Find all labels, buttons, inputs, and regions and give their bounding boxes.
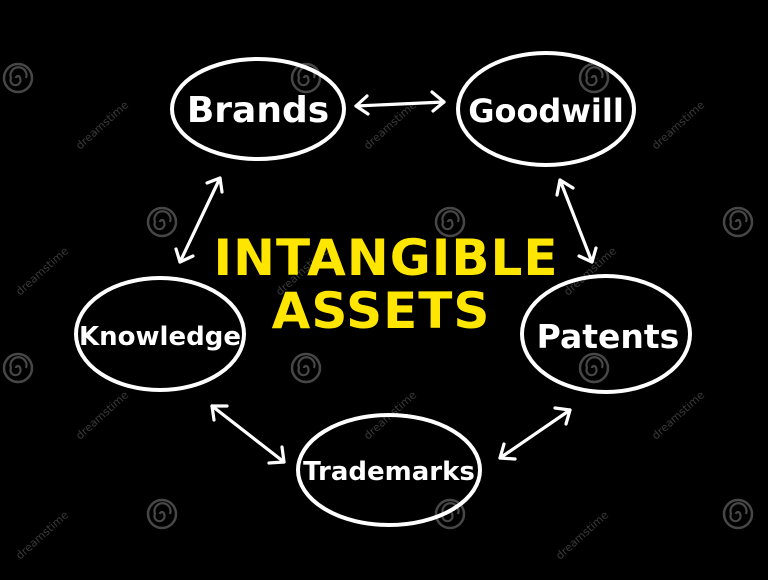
edge-brands-goodwill — [354, 90, 446, 116]
center-title: INTANGIBLE ASSETS — [214, 229, 559, 340]
watermark-text: dreamstime — [73, 388, 131, 442]
edge-knowledge-brands — [174, 176, 224, 264]
watermark-logo-icon — [434, 206, 466, 238]
watermark-text: dreamstime — [553, 508, 611, 562]
watermark-logo-icon — [146, 498, 178, 530]
node-patents: Patents — [520, 274, 692, 394]
node-label-goodwill: Goodwill — [468, 92, 624, 130]
nodes-layer: Brands Goodwill Patents Trademarks Knowl… — [74, 51, 692, 527]
node-label-brands: Brands — [187, 90, 329, 131]
watermark-text: dreamstime — [13, 508, 71, 562]
watermark-text: dreamstime — [649, 98, 707, 152]
title-line-1: INTANGIBLE — [214, 229, 559, 287]
edge-goodwill-patents — [555, 178, 598, 264]
watermark-logo-icon — [290, 352, 322, 384]
node-knowledge: Knowledge — [74, 276, 246, 392]
edge-patents-trademarks — [498, 406, 572, 461]
watermark-text: dreamstime — [561, 244, 619, 298]
watermark-logo-icon — [578, 352, 610, 384]
node-brands: Brands — [170, 57, 346, 161]
node-goodwill: Goodwill — [456, 51, 636, 167]
node-label-trademarks: Trademarks — [303, 457, 475, 487]
node-label-patents: Patents — [537, 317, 680, 356]
watermark-text: dreamstime — [649, 388, 707, 442]
watermark-logo-icon — [722, 498, 754, 530]
watermark-logo-icon — [722, 206, 754, 238]
watermark-logo-icon — [2, 352, 34, 384]
watermark-logo-icon — [2, 62, 34, 94]
watermark-text: dreamstime — [13, 244, 71, 298]
watermark-text: dreamstime — [73, 98, 131, 152]
node-trademarks: Trademarks — [296, 413, 482, 527]
watermark-logo-icon — [146, 206, 178, 238]
edge-trademarks-knowledge — [210, 404, 286, 465]
node-label-knowledge: Knowledge — [79, 322, 241, 352]
title-line-2: ASSETS — [272, 282, 491, 340]
edges-layer — [174, 90, 598, 465]
